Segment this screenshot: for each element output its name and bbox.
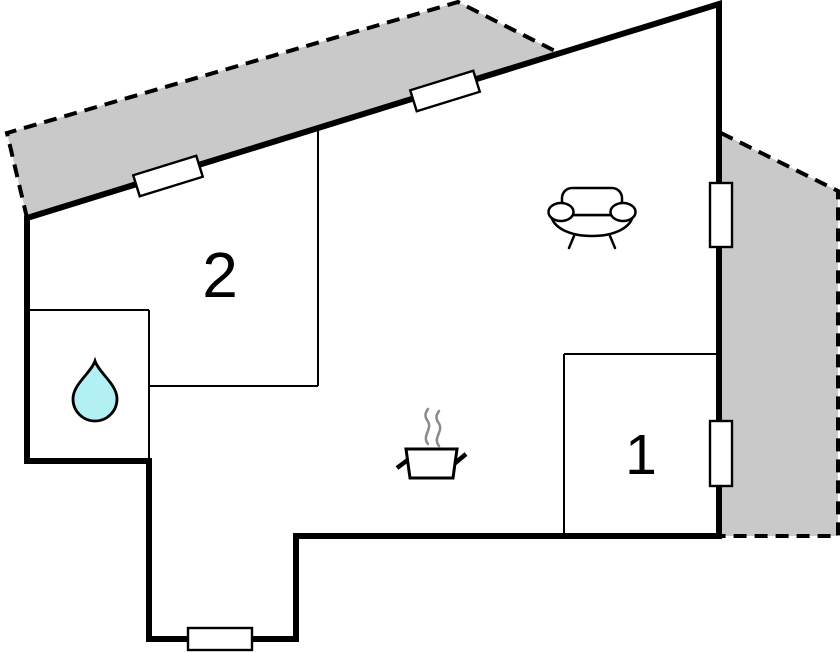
sofa-armrest-left	[547, 201, 575, 223]
steam-line-left	[424, 407, 431, 446]
window-right-lower-icon	[708, 419, 734, 488]
pot-body	[404, 447, 459, 480]
room-1-label: 1	[625, 423, 657, 487]
window-right-upper-icon	[708, 181, 734, 249]
sofa-armrest-right	[609, 201, 637, 223]
terrace-top-dashed-border	[4, 0, 558, 219]
sofa-leg-left	[567, 234, 576, 250]
terrace-right-dashed-border	[719, 131, 840, 538]
window-diagonal-left-icon	[131, 154, 205, 198]
water-drop-icon	[71, 356, 119, 423]
steam-line-right	[435, 409, 442, 448]
sofa-leg-right	[608, 234, 617, 250]
sofa-back	[560, 186, 624, 217]
sofa-seat	[549, 213, 635, 238]
terrace-right-area	[721, 133, 838, 536]
building-outline	[24, 0, 722, 642]
window-diagonal-right-icon	[408, 69, 482, 113]
room-2-label: 2	[202, 239, 238, 311]
window-bottom-icon	[186, 626, 254, 652]
stove-pot-icon	[395, 407, 468, 480]
terrace-top-area	[7, 2, 557, 218]
sofa-icon	[547, 186, 637, 250]
